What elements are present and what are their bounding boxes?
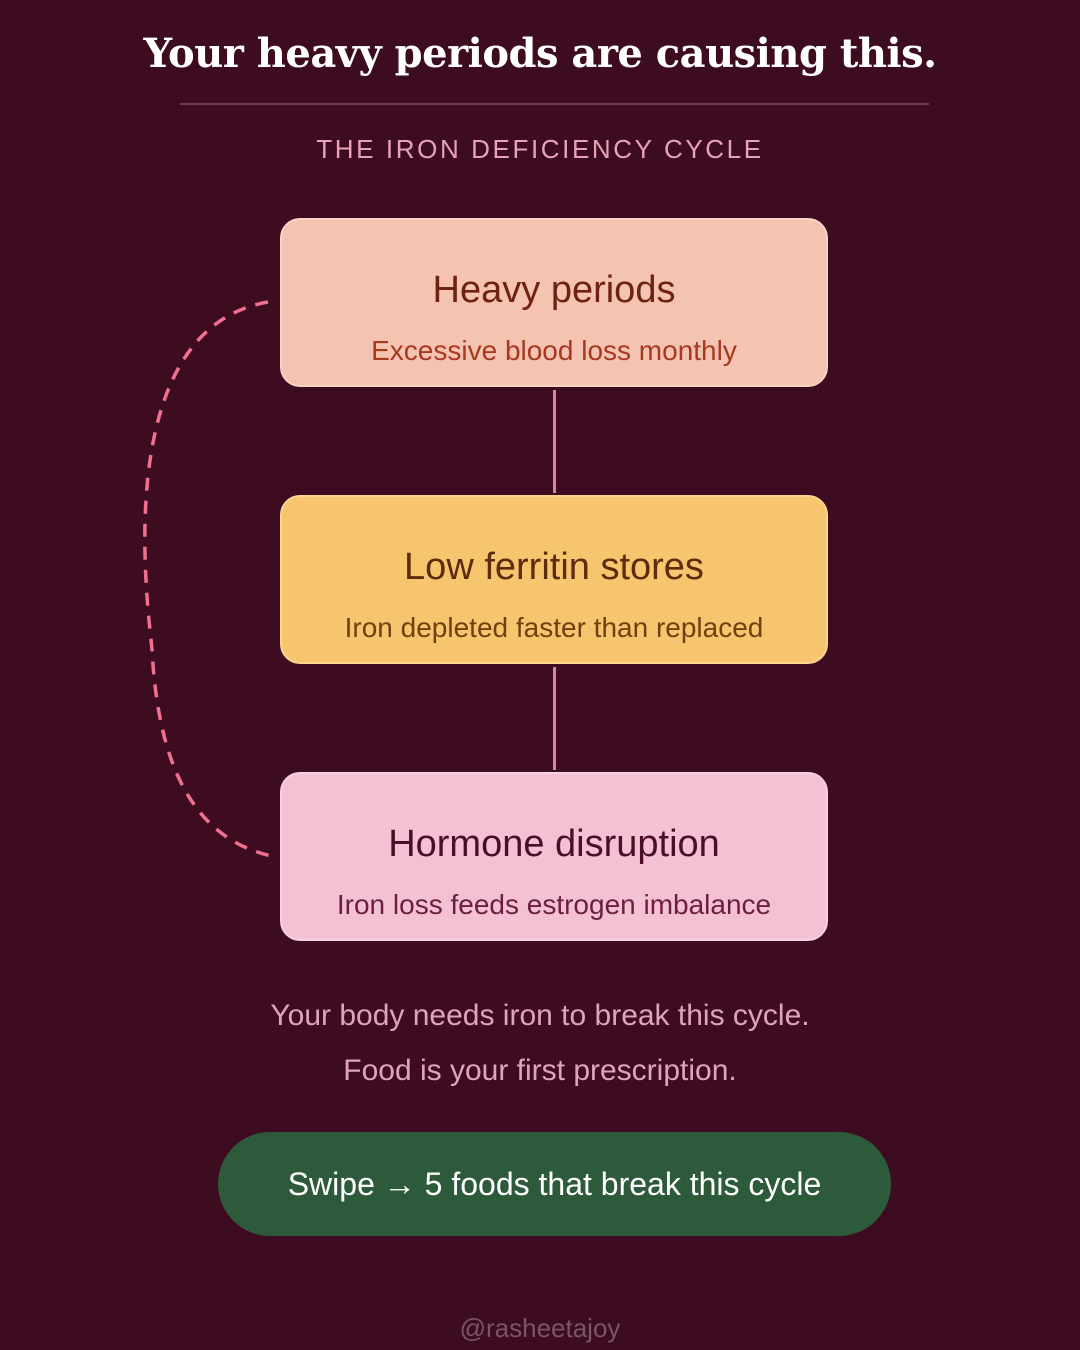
step-title: Low ferritin stores — [404, 546, 704, 588]
step-title: Heavy periods — [432, 269, 676, 311]
author-handle: @rasheetajoy — [459, 1313, 621, 1343]
title-divider — [180, 103, 929, 105]
swipe-cta-button[interactable]: Swipe → 5 foods that break this cycle — [218, 1132, 891, 1236]
diagram-subtitle: THE IRON DEFICIENCY CYCLE — [316, 134, 764, 164]
cycle-step-low-ferritin: Low ferritin stores Iron depleted faster… — [280, 495, 828, 664]
cycle-step-hormone-disruption: Hormone disruption Iron loss feeds estro… — [280, 772, 828, 941]
step-description: Excessive blood loss monthly — [371, 335, 737, 366]
connector-line — [553, 667, 556, 770]
dashed-loop-path — [143, 300, 277, 859]
connector-line — [553, 390, 556, 493]
step-description: Iron depleted faster than replaced — [344, 612, 764, 643]
cycle-step-heavy-periods: Heavy periods Excessive blood loss month… — [280, 218, 828, 387]
page-title: Your heavy periods are causing this. — [143, 30, 937, 77]
step-description: Iron loss feeds estrogen imbalance — [336, 889, 772, 920]
step-title: Hormone disruption — [388, 823, 720, 865]
message-line-2: Food is your first prescription. — [343, 1054, 737, 1087]
message-line-1: Your body needs iron to break this cycle… — [270, 999, 810, 1032]
